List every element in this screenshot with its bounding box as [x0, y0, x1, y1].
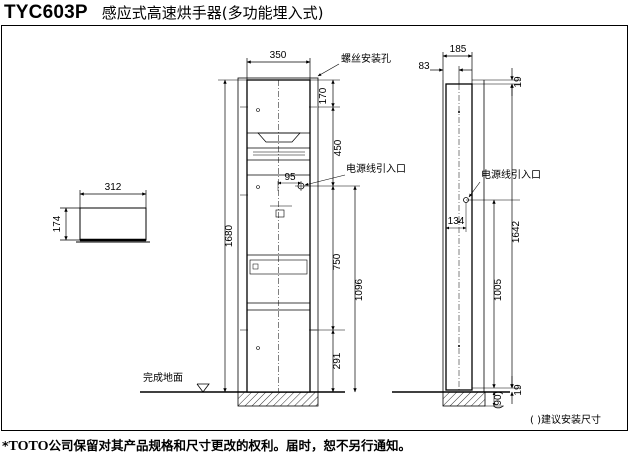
side-offset-dim: 83: [418, 61, 430, 72]
cable-height-dim: 1096: [354, 278, 365, 301]
side-height-dim: 1642: [511, 220, 522, 243]
screw-to-cable-dim: 450: [333, 139, 344, 156]
front-width-dim: 350: [270, 50, 287, 61]
front-view: 完成地面 350 螺丝安: [140, 50, 406, 407]
side-view: 185 83 19 电源线引入口 134 1642 1005 19: [392, 44, 541, 409]
screw-hole-label: 螺丝安装孔: [341, 52, 391, 65]
mid-dim: 750: [332, 253, 343, 270]
plan-depth-dim: 174: [52, 215, 63, 232]
bottom-section-dim: 291: [332, 352, 343, 369]
cable-offset-dim: 95: [284, 172, 296, 183]
footer-text: 公司保留对其产品规格和尺寸更改的权利。届时，恕不另行通知。: [48, 438, 412, 453]
floor-label: 完成地面: [143, 371, 183, 384]
product-title: 感应式高速烘手器(多功能埋入式): [101, 4, 324, 22]
side-recommended-dim: (90): [493, 391, 504, 409]
side-cable-height-dim: 1005: [493, 278, 504, 301]
footer-notice: *TOTO公司保留对其产品规格和尺寸更改的权利。届时，恕不另行通知。: [2, 435, 411, 455]
side-cable-label: 电源线引入口: [481, 168, 541, 181]
footer-brand: TOTO: [8, 439, 49, 454]
plan-outline: [79, 207, 147, 241]
plan-width-dim: 312: [105, 182, 122, 193]
top-to-screw-dim: 170: [318, 87, 329, 104]
title-row: TYC603P 感应式高速烘手器(多功能埋入式): [4, 2, 324, 24]
total-height-dim: 1680: [224, 224, 235, 247]
drawing-frame: [1, 25, 628, 431]
side-width-dim: 185: [450, 44, 467, 55]
side-bottom-dim: 19: [513, 384, 524, 396]
front-cable-label: 电源线引入口: [346, 162, 406, 175]
side-cable-offset-dim: 134: [448, 216, 465, 227]
plan-view: 312 174: [52, 182, 150, 243]
floor-hatch: [237, 391, 319, 407]
footer-asterisk: *: [2, 438, 9, 453]
side-top-dim: 19: [513, 76, 524, 88]
model-number: TYC603P: [4, 2, 88, 23]
legend-recommended: ( )建议安装尺寸: [530, 413, 601, 426]
